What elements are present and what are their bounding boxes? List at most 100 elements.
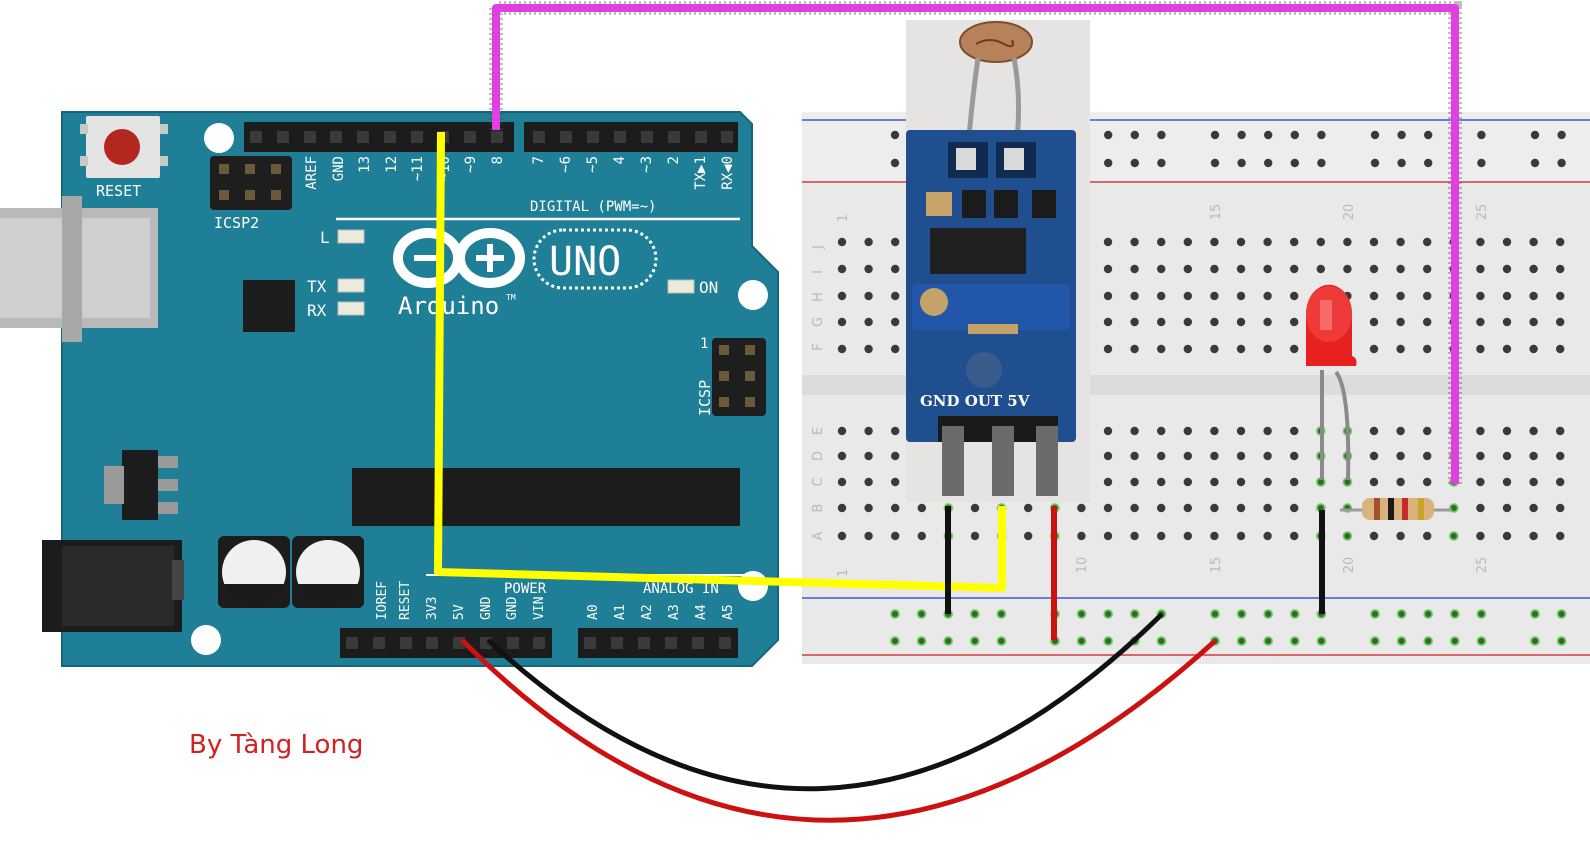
col-number-1-bottom: 1	[836, 569, 851, 577]
photoresistor	[959, 21, 1033, 63]
connected-hole-center	[1265, 611, 1272, 617]
rail-hole	[1557, 130, 1566, 140]
breadboard-hole	[1476, 291, 1485, 301]
red-led	[1306, 284, 1357, 481]
pin-label-13: 13	[357, 156, 373, 173]
breadboard-hole	[837, 451, 847, 461]
breadboard-hole	[891, 317, 900, 327]
connected-hole-center	[1532, 638, 1538, 644]
rail-hole	[890, 158, 900, 168]
breadboard-hole	[1423, 344, 1432, 354]
pin-label-5: ~5	[585, 156, 601, 173]
breadboard-hole	[1023, 531, 1033, 541]
breadboard-hole	[1183, 344, 1193, 354]
breadboard-hole	[1529, 344, 1538, 354]
breadboard-hole	[1502, 264, 1512, 274]
connected-hole-center	[1317, 479, 1324, 485]
breadboard-hole	[1369, 451, 1379, 461]
breadboard-hole	[1423, 291, 1432, 301]
breadboard-hole	[1263, 237, 1272, 247]
header-pin	[533, 131, 545, 143]
power-pin-labels: IOREF RESET 3V3 5V GND GND VIN	[375, 581, 547, 620]
connected-hole-center	[1265, 638, 1272, 644]
header-pin	[507, 637, 519, 649]
breadboard-hole	[837, 237, 847, 247]
row-letter-f: F	[811, 343, 826, 350]
connected-hole-center	[1372, 611, 1378, 617]
connected-hole-center	[971, 611, 978, 617]
mounting-hole	[738, 280, 768, 310]
pin-label-a0: A0	[586, 604, 601, 620]
breadboard-hole	[1130, 503, 1139, 513]
arduino-uno-board: RESET ICSP2	[0, 111, 779, 667]
breadboard-hole	[1529, 477, 1538, 487]
breadboard-hole	[1183, 237, 1193, 247]
rail-hole	[1290, 130, 1300, 140]
module-pin-gnd	[942, 426, 964, 496]
col-number-25-bottom: 25	[1475, 557, 1490, 574]
header-pin	[641, 131, 653, 143]
breadboard-hole	[1263, 531, 1272, 541]
connected-hole-center	[1450, 505, 1457, 511]
power-jack	[42, 540, 184, 632]
pin-label-tx1: TX▶1	[693, 156, 709, 190]
breadboard-hole	[1502, 477, 1512, 487]
breadboard-hole	[1423, 477, 1432, 487]
breadboard-hole	[1529, 503, 1538, 513]
potentiometer	[912, 284, 1070, 330]
mounting-hole	[191, 625, 221, 655]
atmega-chip	[352, 468, 740, 526]
breadboard-hole	[1130, 291, 1139, 301]
connected-hole-center	[945, 638, 952, 644]
breadboard-hole	[1263, 426, 1272, 436]
breadboard-hole	[1476, 531, 1485, 541]
rail-hole	[1130, 130, 1140, 140]
breadboard-hole	[1236, 344, 1246, 354]
breadboard-hole	[1077, 531, 1086, 541]
col-number-1-top: 1	[836, 214, 851, 222]
connected-hole-center	[918, 611, 925, 617]
rail-hole	[1157, 158, 1166, 168]
pin-label-gnd2: GND	[505, 596, 520, 620]
breadboard-hole	[1502, 426, 1512, 436]
connected-hole-center	[1398, 611, 1405, 617]
rail-hole	[1290, 158, 1300, 168]
breadboard-hole	[1103, 264, 1113, 274]
breadboard-hole	[1130, 451, 1139, 461]
breadboard-hole	[1210, 503, 1219, 513]
trademark-mark: TM	[506, 293, 516, 302]
breadboard-hole	[1130, 237, 1139, 247]
breadboard-hole	[1423, 451, 1432, 461]
breadboard-hole	[1103, 317, 1113, 327]
reset-button[interactable]	[80, 116, 168, 178]
breadboard-hole	[1103, 426, 1113, 436]
connected-hole-center	[1291, 638, 1298, 644]
connected-hole-center	[1078, 611, 1085, 617]
breadboard-hole	[864, 344, 873, 354]
breadboard-hole	[864, 291, 873, 301]
wires	[434, 1, 1462, 823]
breadboard-hole	[1476, 237, 1485, 247]
breadboard-hole	[1236, 426, 1246, 436]
comparator-chip	[930, 228, 1026, 274]
breadboard-hole	[837, 317, 847, 327]
breadboard-hole	[1290, 451, 1299, 461]
rail-hole	[1210, 158, 1220, 168]
connected-hole-center	[918, 638, 925, 644]
pin-label-8: 8	[490, 156, 506, 164]
header-pin	[533, 637, 545, 649]
row-letter-g: G	[811, 317, 826, 327]
breadboard-hole	[1130, 426, 1139, 436]
rail-hole	[1237, 130, 1246, 140]
connected-hole-center	[1398, 638, 1405, 644]
breadboard-hole	[1157, 426, 1166, 436]
pin-label-a2: A2	[640, 604, 655, 620]
pin-label-6: ~6	[558, 156, 574, 173]
breadboard-hole	[1023, 503, 1033, 513]
breadboard-hole	[891, 426, 900, 436]
breadboard-hole	[1103, 503, 1113, 513]
header-pin	[587, 131, 599, 143]
rail-hole	[1264, 130, 1273, 140]
breadboard-hole	[1423, 317, 1432, 327]
